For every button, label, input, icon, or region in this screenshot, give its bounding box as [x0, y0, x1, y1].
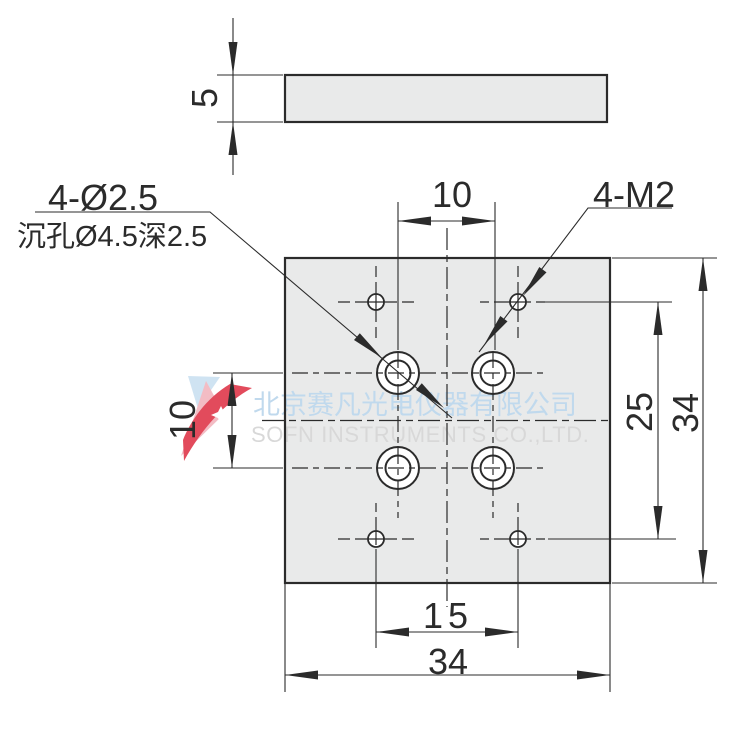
dim-34-bottom-label: 34 — [427, 641, 469, 682]
side-view-plate-outline — [283, 73, 609, 124]
thread-note-label: 4-M2 — [593, 174, 676, 215]
dim-thickness-label: 5 — [184, 87, 225, 109]
dim-25-right-label: 25 — [619, 391, 660, 433]
watermark-company-en: SOFN INSTRUMENTS CO.,LTD. — [251, 422, 590, 447]
dim-34-right-label: 34 — [665, 392, 706, 434]
watermark-company-cn: 北京赛凡光电仪器有限公司 — [253, 390, 577, 420]
extension-lines — [213, 74, 717, 692]
side-view-plate-fill — [285, 75, 607, 122]
dim-15-bottom-label: 15 — [422, 595, 474, 636]
centerlines — [262, 228, 612, 607]
dim-10-top-label: 10 — [432, 174, 473, 215]
counterbore-note-line2: 沉孔Ø4.5深2.5 — [17, 221, 208, 253]
leader-arrowheads — [354, 267, 547, 408]
counterbore-note-line1: 4-Ø2.5 — [48, 177, 159, 218]
dimension-arrowheads — [227, 42, 708, 680]
dim-10-left-label: 10 — [162, 399, 203, 441]
